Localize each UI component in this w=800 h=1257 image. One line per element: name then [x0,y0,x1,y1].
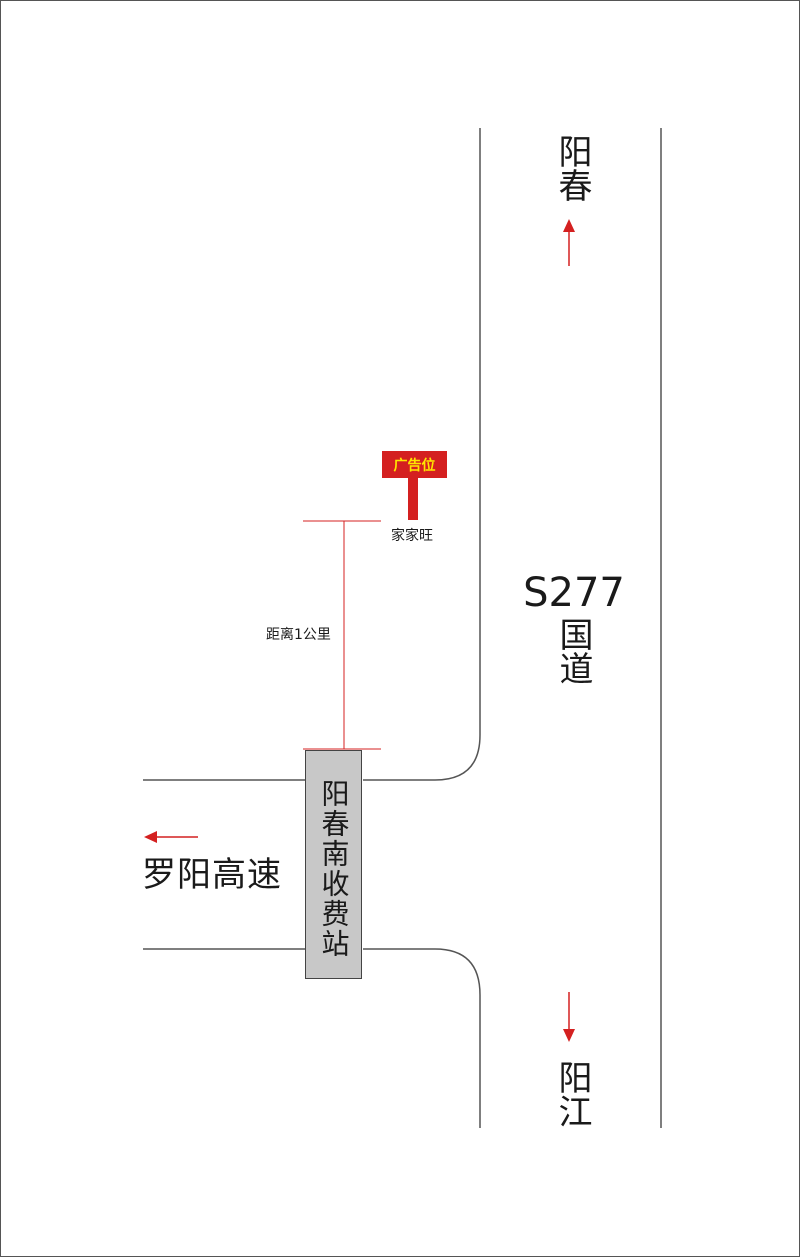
road-type: 国道 [553,617,593,685]
destination-west: 罗阳高速 [142,855,282,895]
toll-station-box: 阳春南收费站 [305,750,362,979]
road-left-edge-south [363,948,481,1128]
arrow-left-icon [144,831,198,843]
destination-north: 阳春 [552,134,592,202]
distance-label: 距离1公里 [266,627,331,643]
destination-south: 阳江 [552,1060,592,1128]
arrow-up-icon [563,219,575,266]
road-code: S277 [523,570,625,616]
billboard-sign-text: 广告位 [393,457,436,474]
billboard-location: 家家旺 [391,528,433,544]
arrow-down-icon [563,992,575,1042]
road-left-edge-north [363,128,481,781]
billboard-post [408,478,418,520]
toll-station-label: 阳春南收费站 [317,779,351,959]
billboard-sign-panel [382,451,447,478]
